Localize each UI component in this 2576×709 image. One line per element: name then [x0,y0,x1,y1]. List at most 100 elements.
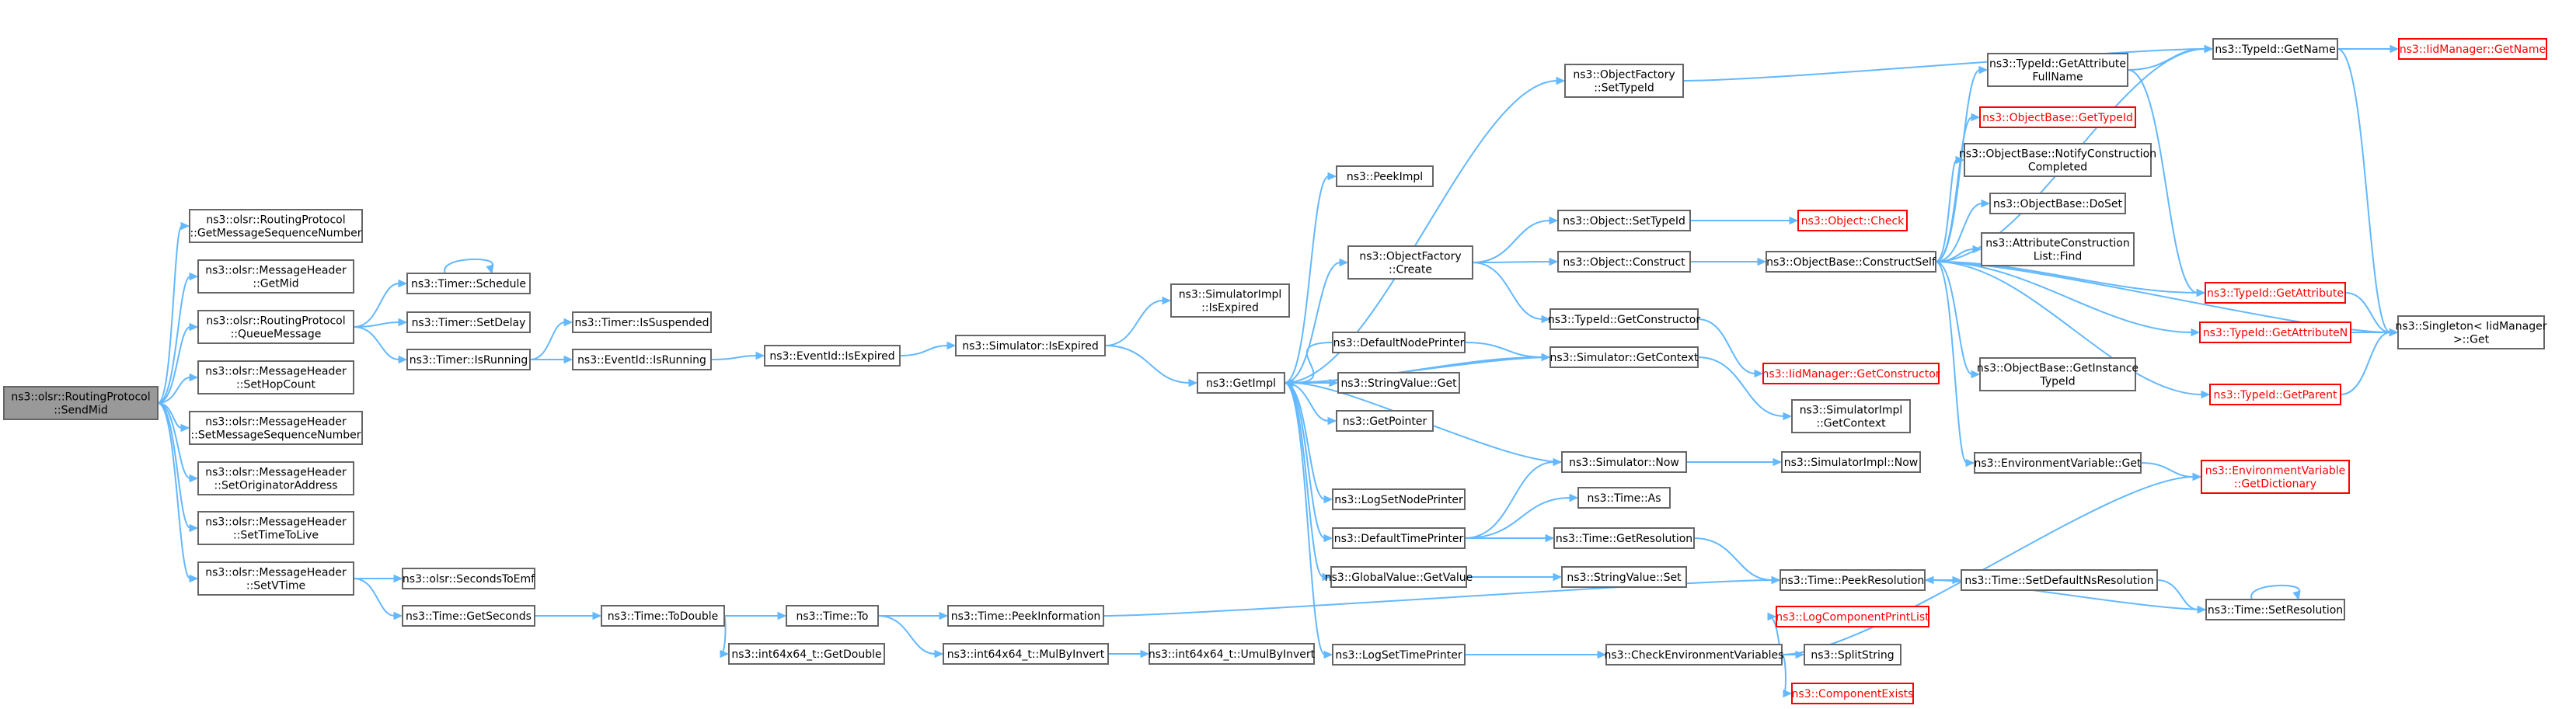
node-timer-schedule[interactable]: ns3::Timer::Schedule [406,273,531,294]
node-obj-factory-create[interactable]: ns3::ObjectFactory::Create [1347,245,1473,280]
node-seconds-to-emf[interactable]: ns3::olsr::SecondsToEmf [402,568,535,589]
node-set-orig[interactable]: ns3::olsr::MessageHeader::SetOriginatorA… [197,461,354,495]
edge-line [353,578,396,617]
node-obj-base-do-set[interactable]: ns3::ObjectBase::DoSet [1989,193,2126,214]
node-sim-impl-is-expired[interactable]: ns3::SimulatorImpl::IsExpired [1170,283,1290,318]
node-label-line: ns3::ObjectBase::GetTypeId [1982,112,2133,124]
node-label-line: ns3::int64x64_t::MulByInvert [947,648,1105,661]
node-env-var-get-dictionary[interactable]: ns3::EnvironmentVariable::GetDictionary [2201,460,2350,494]
node-time-peek-resolution[interactable]: ns3::Time::PeekResolution [1779,569,1926,591]
node-time-peek-info[interactable]: ns3::Time::PeekInformation [947,605,1104,627]
edge-line [353,321,400,328]
node-box [1964,143,2152,177]
node-box [1549,346,1699,368]
node-timer-is-running[interactable]: ns3::Timer::IsRunning [406,349,531,370]
node-label-line: ns3::olsr::MessageHeader [205,467,347,479]
node-component-exists[interactable]: ns3::ComponentExists [1791,683,1914,704]
node-set-ttl[interactable]: ns3::olsr::MessageHeader::SetTimeToLive [197,511,354,545]
node-get-pointer[interactable]: ns3::GetPointer [1336,410,1434,432]
node-set-msg-seq[interactable]: ns3::olsr::MessageHeader::SetMessageSequ… [189,411,363,445]
node-singleton-get[interactable]: ns3::Singleton< IidManager>::Get [2396,315,2547,349]
node-iid-get-constructor[interactable]: ns3::IidManager::GetConstructor [1762,363,1940,384]
node-box [1766,251,1936,273]
node-event-id-is-expired[interactable]: ns3::EventId::IsExpired [764,345,901,367]
node-timer-is-suspended[interactable]: ns3::Timer::IsSuspended [572,311,712,333]
node-box [1561,451,1687,473]
edge-obj-factory-set-type-id-to-type-id-get-name [1682,44,2214,82]
node-int64-umul-by-invert[interactable]: ns3::int64x64_t::UmulByInvert [1149,643,1316,665]
node-type-id-get-attribute[interactable]: ns3::TypeId::GetAttribute [2205,282,2346,304]
node-time-get-seconds[interactable]: ns3::Time::GetSeconds [402,605,535,627]
node-set-hop[interactable]: ns3::olsr::MessageHeader::SetHopCount [197,360,354,394]
node-time-set-default-ns-resolution[interactable]: ns3::Time::SetDefaultNsResolution [1961,569,2158,591]
node-sim-impl-now[interactable]: ns3::SimulatorImpl::Now [1781,451,1921,473]
node-event-id-is-running[interactable]: ns3::EventId::IsRunning [572,349,712,370]
node-box [1791,683,1914,704]
node-type-id-get-parent[interactable]: ns3::TypeId::GetParent [2209,384,2341,405]
node-object-construct[interactable]: ns3::Object::Construct [1557,251,1691,273]
node-default-node-printer[interactable]: ns3::DefaultNodePrinter [1332,332,1466,353]
node-env-var-get[interactable]: ns3::EnvironmentVariable::Get [1974,452,2142,474]
edge-arrowhead [398,355,408,364]
node-object-set-type-id[interactable]: ns3::Object::SetTypeId [1557,210,1691,231]
node-label-line: Completed [2028,162,2087,174]
node-time-to[interactable]: ns3::Time::To [786,605,879,627]
node-log-set-node-printer[interactable]: ns3::LogSetNodePrinter [1332,488,1466,510]
edge-arrowhead [180,423,190,433]
node-default-time-printer[interactable]: ns3::DefaultTimePrinter [1332,527,1466,549]
edge-line [1104,345,1190,384]
node-obj-base-notify-construction[interactable]: ns3::ObjectBase::NotifyConstructionCompl… [1959,143,2156,177]
node-get-mid[interactable]: ns3::olsr::MessageHeader::GetMid [197,259,354,294]
node-set-vtime[interactable]: ns3::olsr::MessageHeader::SetVTime [197,561,354,596]
node-check-env-vars[interactable]: ns3::CheckEnvironmentVariables [1605,644,1784,666]
node-box [1776,606,1929,627]
node-obj-factory-set-type-id[interactable]: ns3::ObjectFactory::SetTypeId [1564,64,1684,98]
node-box [197,561,354,596]
node-peek-impl[interactable]: ns3::PeekImpl [1336,165,1434,187]
node-obj-base-get-type-id[interactable]: ns3::ObjectBase::GetTypeId [1979,106,2136,128]
node-type-id-get-attribute-n[interactable]: ns3::TypeId::GetAttributeN [2199,321,2351,343]
node-label-line: ns3::olsr::RoutingProtocol [206,315,345,328]
node-sim-get-context[interactable]: ns3::Simulator::GetContext [1549,346,1699,368]
node-log-set-time-printer[interactable]: ns3::LogSetTimePrinter [1332,644,1466,666]
node-timer-set-delay[interactable]: ns3::Timer::SetDelay [406,311,531,333]
node-get-msg-seq[interactable]: ns3::olsr::RoutingProtocol::GetMessageSe… [189,209,363,243]
node-int64-mul-by-invert[interactable]: ns3::int64x64_t::MulByInvert [943,643,1109,665]
edge-object-construct-to-obj-base-construct-self [1689,257,1767,266]
edge-arrowhead [1965,458,1975,467]
node-object-check[interactable]: ns3::Object::Check [1797,210,1908,231]
node-time-to-double[interactable]: ns3::Time::ToDouble [601,605,725,627]
node-type-id-get-name[interactable]: ns3::TypeId::GetName [2212,38,2338,60]
node-string-value-get[interactable]: ns3::StringValue::Get [1337,372,1460,394]
node-time-set-resolution[interactable]: ns3::Time::SetResolution [2205,599,2345,620]
node-time-as[interactable]: ns3::Time::As [1577,487,1671,509]
edge-obj-factory-create-to-object-set-type-id [1472,216,1559,263]
node-sim-impl-get-context[interactable]: ns3::SimulatorImpl::GetContext [1791,399,1911,433]
node-obj-base-construct-self[interactable]: ns3::ObjectBase::ConstructSelf [1766,251,1936,273]
node-log-component-print-list[interactable]: ns3::LogComponentPrintList [1776,606,1929,627]
edge-arrowhead [2201,390,2211,399]
node-type-id-get-constructor[interactable]: ns3::TypeId::GetConstructor [1548,308,1700,330]
edge-root-to-get-msg-seq [157,221,190,404]
edge-queue-msg-to-timer-is-running [353,326,408,364]
node-global-value-get-value[interactable]: ns3::GlobalValue::GetValue [1325,566,1473,588]
node-get-impl[interactable]: ns3::GetImpl [1197,372,1285,394]
node-sim-is-expired[interactable]: ns3::Simulator::IsExpired [955,335,1106,356]
edge-line [1284,382,1324,578]
node-queue-msg[interactable]: ns3::olsr::RoutingProtocol::QueueMessage [197,310,354,344]
node-time-get-resolution[interactable]: ns3::Time::GetResolution [1553,527,1695,549]
node-string-value-set[interactable]: ns3::StringValue::Set [1561,566,1687,588]
edge-arrowhead [1981,199,1991,208]
edge-line [1464,497,1571,539]
edge-get-impl-to-default-time-printer [1284,382,1333,543]
node-sim-now[interactable]: ns3::Simulator::Now [1561,451,1687,473]
node-iid-get-name[interactable]: ns3::IidManager::GetName [2398,38,2547,60]
node-split-string[interactable]: ns3::SplitString [1804,644,1901,666]
node-label-line: ns3::IidManager::GetConstructor [1762,368,1940,381]
node-box [197,511,354,545]
node-int64-get-double[interactable]: ns3::int64x64_t::GetDouble [728,643,885,665]
node-box [197,310,354,344]
